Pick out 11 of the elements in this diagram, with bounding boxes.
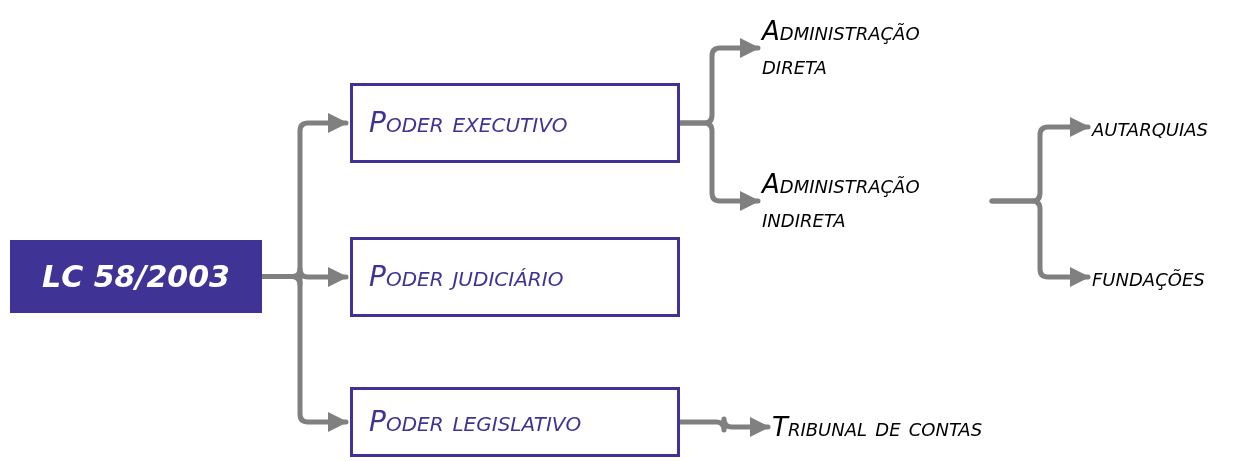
node-label: Tribunal de contas <box>772 408 1082 446</box>
node-label: Administração indireta <box>762 163 992 239</box>
node-label: Administração direta <box>762 10 992 86</box>
root-box: LC 58/2003 <box>10 240 262 313</box>
node-label: fundações <box>1092 260 1258 294</box>
arrow <box>989 198 1091 287</box>
process-box: Poder legislativo <box>350 387 680 457</box>
node-label: autarquias <box>1092 110 1258 144</box>
arrow <box>259 274 349 432</box>
process-box: Poder judiciário <box>350 237 680 317</box>
process-box: Poder executivo <box>350 83 680 163</box>
